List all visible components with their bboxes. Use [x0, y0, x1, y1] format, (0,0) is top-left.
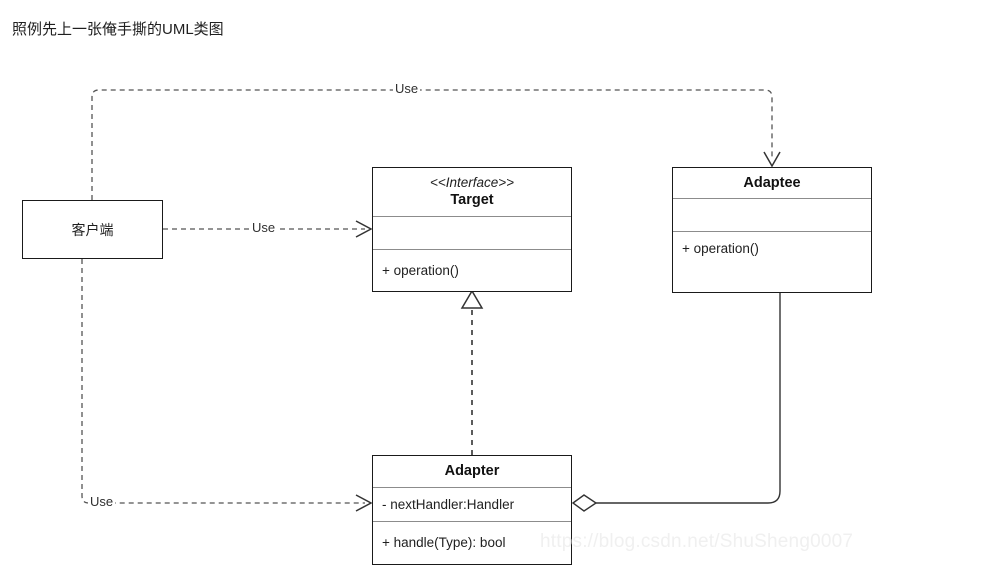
- edge-label-client-uses-target: Use: [250, 220, 278, 236]
- edge-label-client-uses-adapter: Use: [88, 494, 116, 510]
- adapter-attributes-compartment: - nextHandler:Handler: [373, 487, 571, 521]
- adapter-class-name: Adapter: [444, 463, 500, 479]
- target-stereotype: <<Interface>>: [429, 175, 515, 190]
- class-box-adaptee[interactable]: Adaptee + operation(): [672, 167, 872, 293]
- arrowhead-adapter-left: [355, 494, 373, 512]
- arrowhead-adaptee-top: [763, 151, 781, 168]
- page-title: 照例先上一张俺手撕的UML类图: [12, 21, 224, 38]
- adaptee-attribute-0: [673, 199, 871, 231]
- adaptee-operations-compartment: + operation(): [673, 231, 871, 291]
- target-operations-compartment: + operation(): [373, 249, 571, 291]
- adapter-operations-compartment: + handle(Type): bool: [373, 521, 571, 563]
- target-class-name: Target: [450, 192, 494, 208]
- class-box-client[interactable]: 客户端: [22, 200, 163, 259]
- edge-label-client-uses-adaptee: Use: [393, 81, 421, 97]
- target-operation-0: + operation(): [382, 262, 459, 278]
- arrowhead-target-left: [355, 220, 373, 238]
- arrowhead-aggregation-diamond: [571, 494, 598, 512]
- target-name-compartment: <<Interface>> Target: [373, 168, 571, 216]
- arrowhead-realization-triangle: [460, 289, 484, 309]
- adaptee-operation-0: + operation(): [682, 241, 759, 256]
- edge-client-uses-adapter: [81, 259, 365, 504]
- class-box-target[interactable]: <<Interface>> Target + operation(): [372, 167, 572, 292]
- adapter-name-compartment: Adapter: [373, 456, 571, 487]
- adaptee-class-name: Adaptee: [743, 174, 801, 191]
- adaptee-name-compartment: Adaptee: [673, 168, 871, 198]
- client-class-name: 客户端: [71, 221, 114, 238]
- edge-adapter-aggregates-adaptee: [596, 293, 781, 504]
- adapter-attribute-0: - nextHandler:Handler: [382, 496, 515, 512]
- watermark-text: https://blog.csdn.net/ShuSheng0007: [540, 531, 854, 552]
- class-box-adapter[interactable]: Adapter - nextHandler:Handler + handle(T…: [372, 455, 572, 565]
- adaptee-attributes-compartment: [673, 198, 871, 231]
- adapter-operation-0: + handle(Type): bool: [382, 534, 506, 550]
- target-attributes-compartment: [373, 216, 571, 249]
- client-name-compartment: 客户端: [23, 201, 162, 258]
- target-attribute-0: [373, 217, 571, 249]
